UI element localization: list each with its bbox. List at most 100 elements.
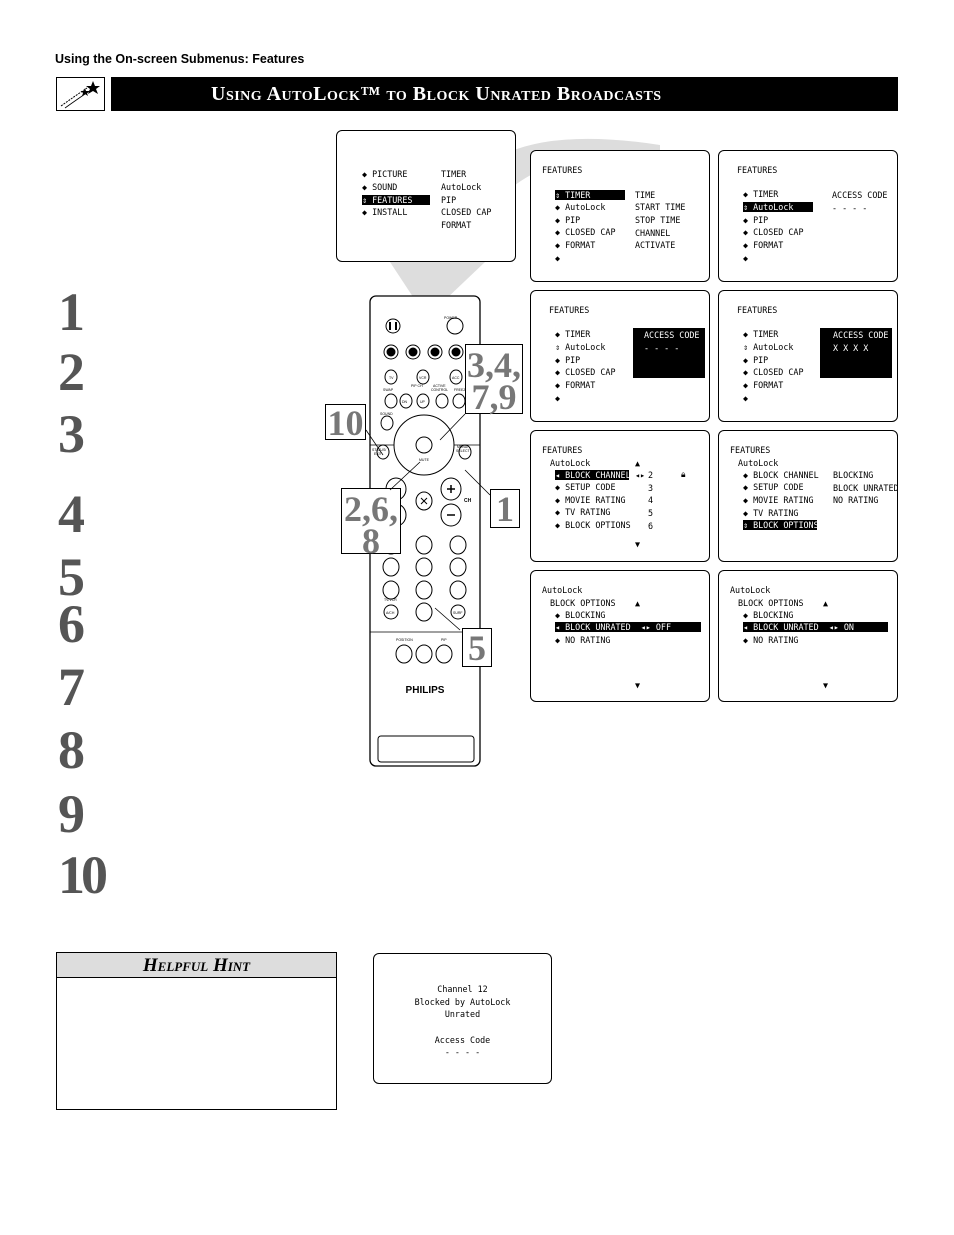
screen-title: FEATURES	[542, 165, 583, 175]
menu-item: ◆ NO RATING	[743, 635, 799, 645]
option-label: ACCESS CODE	[833, 330, 889, 340]
menu-item: ◆ AutoLock	[555, 202, 606, 212]
menu-item: ◆ BLOCKING	[555, 610, 606, 620]
shooting-star-icon	[60, 81, 100, 109]
option-value: 3	[648, 483, 654, 493]
scroll-down-icon: ▼	[823, 680, 829, 690]
menu-item-selected: ⇕ FEATURES	[362, 195, 430, 206]
svg-text:POWER: POWER	[444, 316, 458, 320]
menu-item-selected: ◂ BLOCK UNRATED ◂▸ OFF	[555, 622, 701, 633]
section-label: Using the On-screen Submenus: Features	[55, 52, 305, 66]
step-number: 1	[58, 282, 85, 342]
screen-title: FEATURES	[542, 445, 583, 455]
step-number: 7	[58, 657, 85, 717]
menu-item: ◆ SOUND	[362, 182, 398, 192]
blocked-channel: Channel 12	[437, 984, 488, 994]
menu-item: ⇕ AutoLock	[743, 342, 794, 352]
svg-text:PIP CH: PIP CH	[411, 384, 423, 388]
callout-step-10: 10	[325, 404, 366, 441]
access-code-value: X X X X	[833, 343, 869, 353]
menu-item: ◆ FORMAT	[555, 240, 596, 250]
step-number: 6	[58, 594, 85, 654]
svg-text:ACTIVE: ACTIVE	[433, 384, 446, 388]
bullet: ◆	[555, 393, 561, 403]
blocked-rating: Unrated	[444, 1009, 481, 1019]
option-label: CHANNEL	[635, 228, 671, 238]
access-code-value: - - - -	[832, 203, 868, 213]
bullet: ◆	[743, 253, 749, 263]
svg-text:PHILIPS: PHILIPS	[406, 685, 445, 696]
menu-item: ◆ CLOSED CAP	[743, 367, 804, 377]
option-label: BLOCK UNRATED	[833, 483, 899, 493]
screen-title: AutoLock	[542, 585, 583, 595]
menu-item: ⇕ AutoLock	[555, 342, 606, 352]
svg-text:SURF: SURF	[453, 611, 463, 615]
option-label: STOP TIME	[635, 215, 681, 225]
menu-item-selected: ⇕ AutoLock	[743, 202, 813, 213]
screen-title: FEATURES	[737, 305, 778, 315]
menu-item: ◆ PICTURE	[362, 169, 408, 179]
menu-item: ◆ FORMAT	[555, 380, 596, 390]
menu-item: ◆ CLOSED CAP	[555, 367, 616, 377]
access-code-panel	[820, 328, 892, 378]
arrow-icon: ◂▸	[635, 470, 646, 480]
svg-text:MENU/: MENU/	[457, 445, 468, 449]
step-number: 5	[58, 547, 85, 607]
lock-icon: 🔒︎	[681, 469, 686, 479]
access-code-value: - - - -	[644, 343, 680, 353]
step-number: 9	[58, 784, 85, 844]
svg-text:TV: TV	[389, 376, 394, 380]
menu-item: ◆ TIMER	[743, 329, 779, 339]
callout-label: 8	[362, 521, 380, 562]
svg-text:PIP: PIP	[441, 638, 447, 642]
svg-text:ACC: ACC	[452, 376, 460, 380]
menu-item: ◆ MOVIE RATING	[555, 495, 626, 505]
menu-item: ◆ SETUP CODE	[555, 482, 616, 492]
scroll-down-icon: ▼	[635, 680, 641, 690]
menu-item: ◆ FORMAT	[743, 240, 784, 250]
svg-text:CONTROL: CONTROL	[431, 388, 448, 392]
menu-item: ◆ TIMER	[743, 189, 779, 199]
submenu-item: CLOSED CAP	[441, 207, 492, 217]
option-value: 6	[648, 521, 654, 531]
svg-text:DN: DN	[402, 400, 408, 404]
features-screen-3: FEATURES ◆ TIMER ⇕ AutoLock ◆ PIP ◆ CLOS…	[530, 290, 710, 422]
scroll-up-icon: ▲	[635, 598, 641, 608]
menu-item: ◆ TV RATING	[555, 507, 611, 517]
scroll-up-icon: ▲	[635, 458, 641, 468]
menu-item: ◆ PIP	[555, 215, 581, 225]
block-options-screen-8: AutoLock BLOCK OPTIONS ▲ ◆ BLOCKING ◂ BL…	[718, 570, 898, 702]
option-value: 5	[648, 508, 654, 518]
callout-step-1: 1	[490, 489, 520, 528]
option-value: 2	[648, 470, 654, 480]
bullet: ◆	[743, 393, 749, 403]
step-number: 3	[58, 404, 85, 464]
submenu-item: FORMAT	[441, 220, 472, 230]
block-options-screen-7: AutoLock BLOCK OPTIONS ▲ ◆ BLOCKING ◂ BL…	[530, 570, 710, 702]
svg-text:MUTE: MUTE	[419, 458, 430, 462]
option-label: ACCESS CODE	[832, 190, 888, 200]
menu-item: ◆ CLOSED CAP	[743, 227, 804, 237]
remote-control: POWER TV VCR ACC SWAP PIP CH ACTIVE CONT…	[369, 295, 481, 767]
menu-item: ◆ TIMER	[555, 329, 591, 339]
features-screen-2: FEATURES ◆ TIMER ⇕ AutoLock ◆ PIP ◆ CLOS…	[718, 150, 898, 282]
helpful-hint-title: Helpful Hint	[57, 953, 336, 978]
svg-text:UP: UP	[420, 400, 426, 404]
scroll-up-icon: ▲	[823, 598, 829, 608]
option-label: BLOCKING	[833, 470, 874, 480]
callout-step-5: 5	[462, 628, 492, 667]
svg-text:SELECT: SELECT	[456, 449, 470, 453]
screen-title: AutoLock	[730, 585, 771, 595]
main-menu-screen: ◆ PICTURE ◆ SOUND ⇕ FEATURES ◆ INSTALL T…	[336, 130, 516, 262]
page-title: Using AutoLock™ to Block Unrated Broadca…	[111, 77, 898, 111]
bullet: ◆	[555, 253, 561, 263]
submenu-item: TIMER	[441, 169, 467, 179]
step-number: 4	[58, 484, 85, 544]
svg-text:TV/VCR: TV/VCR	[384, 598, 397, 602]
autolock-screen-6: FEATURES AutoLock ◆ BLOCK CHANNEL ◆ SETU…	[718, 430, 899, 562]
features-screen-1: FEATURES ⇕ TIMER ◆ AutoLock ◆ PIP ◆ CLOS…	[530, 150, 710, 282]
menu-item: ◆ PIP	[743, 215, 769, 225]
screen-subtitle: BLOCK OPTIONS	[550, 598, 616, 608]
submenu-item: AutoLock	[441, 182, 482, 192]
remote-body: POWER TV VCR ACC SWAP PIP CH ACTIVE CONT…	[369, 295, 481, 767]
